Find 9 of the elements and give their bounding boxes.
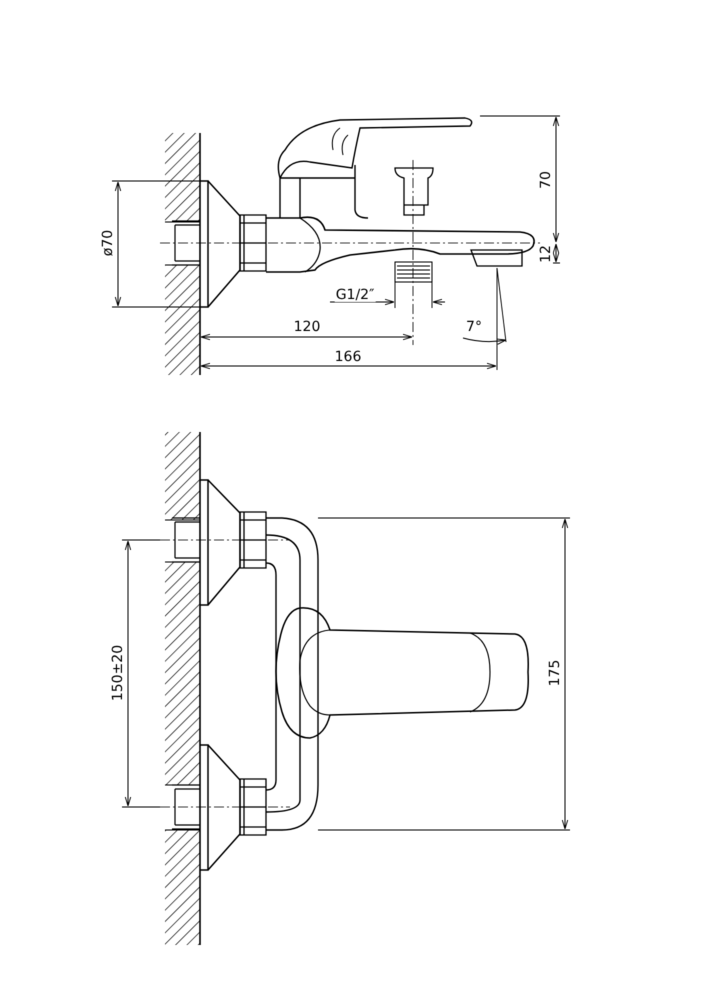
dimension-label: 166 [334, 350, 362, 364]
angle-label: 7° [465, 320, 483, 334]
dimension-label: 120 [292, 320, 322, 334]
thread-size-label: G1/2″ [334, 288, 376, 302]
dimension-label: 70 [539, 170, 553, 190]
dimension-label: 150±20 [111, 644, 125, 702]
dimension-label: 175 [548, 658, 562, 688]
dimension-label: 12 [539, 244, 553, 264]
dimension-label: ø70 [101, 228, 115, 258]
